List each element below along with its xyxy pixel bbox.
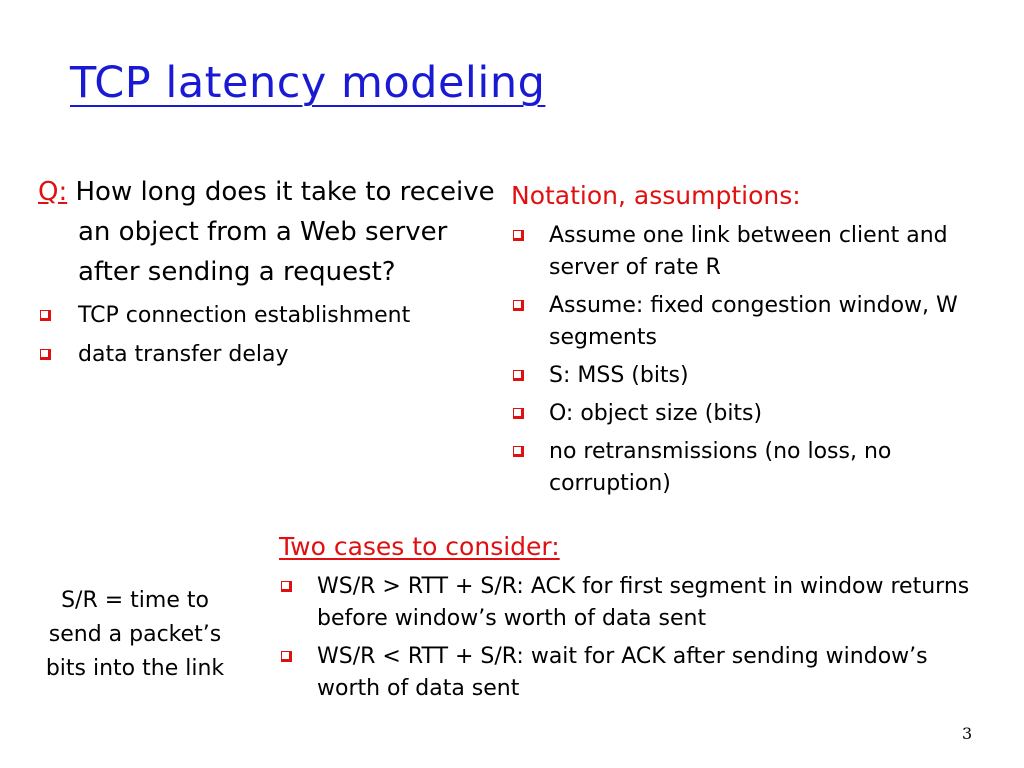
- square-bullet-icon: [513, 300, 524, 311]
- notation-heading: Notation, assumptions:: [511, 181, 801, 210]
- slide-title: TCP latency modeling: [70, 58, 546, 108]
- question-text: Q: How long does it take to receive an o…: [38, 172, 508, 292]
- square-bullet-icon: [281, 651, 292, 662]
- list-item: Assume one link between client and serve…: [511, 220, 981, 284]
- bullet-text: data transfer delay: [78, 342, 289, 367]
- bullet-text: WS/R > RTT + S/R: ACK for first segment …: [317, 574, 970, 631]
- cases-heading: Two cases to consider:: [279, 532, 560, 561]
- list-item: WS/R > RTT + S/R: ACK for first segment …: [279, 571, 979, 635]
- list-item: S: MSS (bits): [511, 360, 981, 392]
- bullet-text: Assume one link between client and serve…: [549, 223, 948, 280]
- bullet-text: O: object size (bits): [549, 401, 763, 426]
- square-bullet-icon: [40, 349, 51, 360]
- list-item: data transfer delay: [38, 340, 508, 370]
- page-number: 3: [962, 724, 973, 743]
- side-note: S/R = time to send a packet’s bits into …: [45, 588, 225, 681]
- question-body: How long does it take to receive an obje…: [75, 177, 495, 287]
- square-bullet-icon: [513, 446, 524, 457]
- cases-block: Two cases to consider: WS/R > RTT + S/R:…: [279, 529, 979, 705]
- question-block: Q: How long does it take to receive an o…: [38, 172, 508, 370]
- question-label: Q:: [38, 177, 68, 207]
- list-item: Assume: fixed congestion window, W segme…: [511, 290, 981, 354]
- list-item: no retransmissions (no loss, no corrupti…: [511, 436, 981, 500]
- bullet-text: TCP connection establishment: [78, 303, 411, 328]
- bullet-text: Assume: fixed congestion window, W segme…: [549, 293, 958, 350]
- square-bullet-icon: [281, 581, 292, 592]
- bullet-text: WS/R < RTT + S/R: wait for ACK after sen…: [317, 644, 928, 701]
- notation-bullet-list: Assume one link between client and serve…: [511, 220, 981, 500]
- list-item: WS/R < RTT + S/R: wait for ACK after sen…: [279, 641, 979, 705]
- list-item: TCP connection establishment: [38, 301, 508, 331]
- cases-bullet-list: WS/R > RTT + S/R: ACK for first segment …: [279, 571, 979, 705]
- bullet-text: S: MSS (bits): [549, 363, 689, 388]
- square-bullet-icon: [513, 230, 524, 241]
- bullet-text: no retransmissions (no loss, no corrupti…: [549, 439, 892, 496]
- square-bullet-icon: [40, 310, 51, 321]
- question-bullet-list: TCP connection establishment data transf…: [38, 301, 508, 370]
- notation-block: Notation, assumptions: Assume one link b…: [511, 178, 981, 500]
- list-item: O: object size (bits): [511, 398, 981, 430]
- square-bullet-icon: [513, 408, 524, 419]
- square-bullet-icon: [513, 370, 524, 381]
